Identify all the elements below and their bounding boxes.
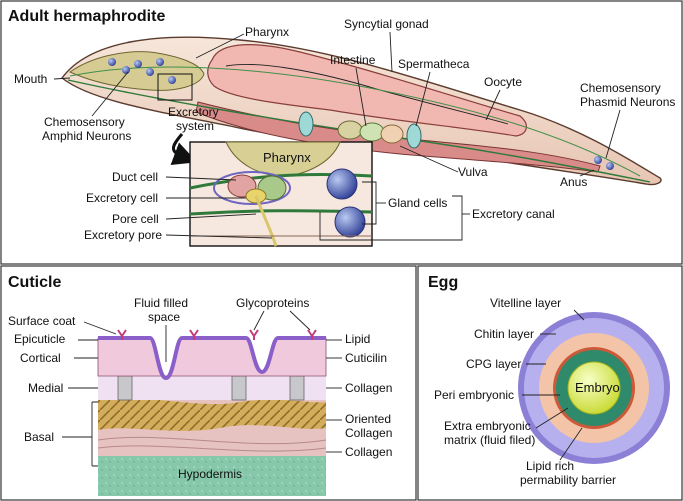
zoom-arrow (170, 133, 198, 166)
embryo (567, 361, 621, 415)
label-cpg: CPG layer (466, 357, 521, 371)
label-excretory-cell: Excretory cell (86, 191, 158, 205)
worm-body (61, 36, 662, 186)
label-oriented-1: Oriented (345, 412, 391, 426)
label-mouth: Mouth (14, 72, 47, 86)
label-fluid-1: Fluid filled (134, 296, 188, 310)
label-extra-1: Extra embryonic (444, 419, 531, 433)
label-extra-2: matrix (fluid filed) (444, 433, 535, 447)
label-vitelline: Vitelline layer (490, 296, 561, 310)
label-lipid: Lipid (345, 332, 370, 346)
adult-title: Adult hermaphrodite (8, 8, 165, 25)
inset-label-pharynx: Pharynx (263, 150, 311, 165)
label-gland-cells: Gland cells (388, 196, 447, 210)
label-pharynx: Pharynx (245, 25, 289, 39)
label-excretory-canal: Excretory canal (472, 207, 555, 221)
label-collagen: Collagen (345, 381, 392, 395)
egg-diagram (518, 312, 670, 464)
label-epicuticle: Epicuticle (14, 332, 66, 346)
label-basal: Basal (24, 430, 54, 444)
label-intestine: Intestine (330, 53, 376, 67)
panel-adult-frame (0, 0, 683, 265)
label-medial: Medial (28, 381, 63, 395)
label-syncytial-gonad: Syncytial gonad (344, 17, 429, 31)
label-duct-cell: Duct cell (112, 170, 158, 184)
label-spermatheca: Spermatheca (398, 57, 470, 71)
label-cortical: Cortical (20, 351, 61, 365)
hypodermis-layer (98, 456, 326, 496)
label-chemo-amphid-2: Amphid Neurons (42, 129, 131, 143)
label-chemo-amphid-1: Chemosensory (44, 115, 125, 129)
cortical-layer (97, 337, 327, 379)
label-cuticilin: Cuticilin (345, 351, 387, 365)
label-lipid-1: Lipid rich (526, 459, 574, 473)
panel-cuticle-frame (0, 265, 417, 501)
cuticle-diagram (97, 329, 327, 496)
cuticle-title: Cuticle (8, 274, 61, 291)
label-vulva: Vulva (458, 165, 488, 179)
label-collagen-2: Collagen (345, 445, 392, 459)
oriented-collagen-layer (98, 397, 326, 431)
label-chemo-phasmid-2: Phasmid Neurons (580, 95, 675, 109)
label-pore-cell: Pore cell (112, 212, 159, 226)
label-glycoproteins: Glycoproteins (236, 296, 309, 310)
label-oocyte: Oocyte (484, 75, 522, 89)
label-anus: Anus (560, 175, 587, 189)
label-chemo-phasmid-1: Chemosensory (580, 81, 661, 95)
label-oriented-2: Collagen (345, 426, 392, 440)
label-peri: Peri embryonic (434, 388, 514, 402)
label-fluid-2: space (148, 310, 180, 324)
excretory-inset (189, 141, 373, 247)
label-excretory-1: Excretory (168, 105, 219, 119)
label-hypodermis: Hypodermis (178, 467, 242, 481)
label-surface-coat: Surface coat (8, 314, 76, 328)
egg-title: Egg (428, 274, 458, 291)
label-embryo: Embryo (575, 380, 620, 395)
label-excretory-2: system (176, 119, 214, 133)
label-lipid-2: permability barrier (520, 473, 616, 487)
label-excretory-pore: Excretory pore (84, 228, 162, 242)
label-chitin: Chitin layer (474, 327, 534, 341)
panel-egg-frame (417, 265, 683, 501)
